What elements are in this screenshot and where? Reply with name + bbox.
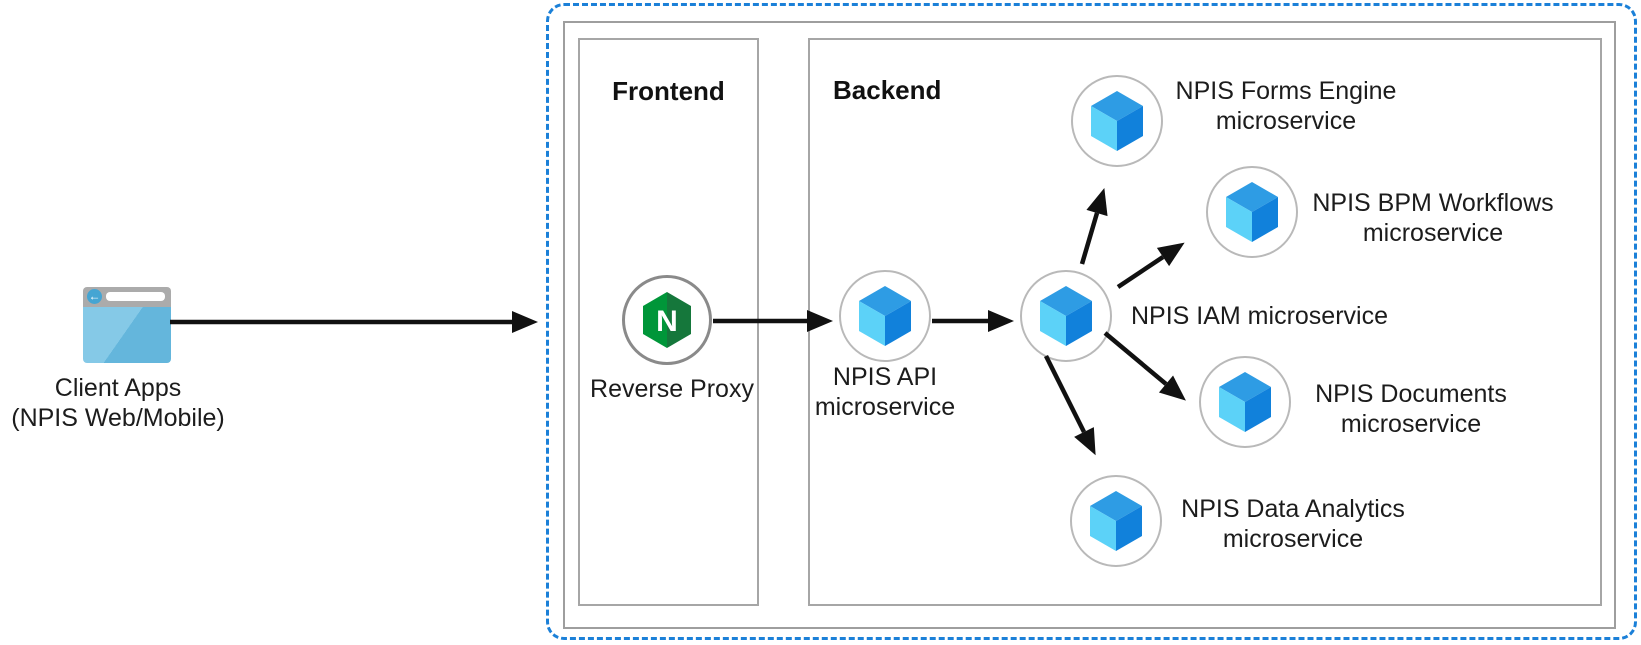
forms-label-line1: NPIS Forms Engine xyxy=(1175,77,1397,105)
forms-engine-microservice-node xyxy=(1071,75,1163,167)
client-apps-label: Client Apps (NPIS Web/Mobile) xyxy=(0,373,236,433)
cube-icon xyxy=(1040,286,1092,346)
data-analytics-microservice-node xyxy=(1070,475,1162,567)
browser-body xyxy=(83,307,171,363)
api-label-line2: microservice xyxy=(814,393,956,421)
client-apps-label-line2: (NPIS Web/Mobile) xyxy=(11,404,225,432)
nginx-icon: N xyxy=(643,292,691,348)
bpm-workflows-microservice-label: NPIS BPM Workflows microservice xyxy=(1308,188,1558,248)
bpm-workflows-microservice-node xyxy=(1206,166,1298,258)
forms-label-line2: microservice xyxy=(1215,107,1357,135)
browser-address-bar xyxy=(106,292,165,301)
bpm-label-line2: microservice xyxy=(1362,219,1504,247)
client-apps-label-line1: Client Apps xyxy=(54,374,182,402)
api-microservice-label: NPIS API microservice xyxy=(785,362,985,422)
deployment-boundary-dashed-box xyxy=(546,3,1637,640)
reverse-proxy-label: Reverse Proxy xyxy=(590,375,754,403)
backend-zone-title: Backend xyxy=(833,75,942,105)
documents-microservice-node xyxy=(1199,356,1291,448)
analytics-label-line1: NPIS Data Analytics xyxy=(1181,495,1405,523)
cube-icon xyxy=(1091,91,1143,151)
cube-icon xyxy=(859,286,911,346)
documents-label-line2: microservice xyxy=(1340,410,1482,438)
backend-zone-box xyxy=(808,38,1602,606)
documents-microservice-label: NPIS Documents microservice xyxy=(1286,379,1536,439)
cube-icon xyxy=(1090,491,1142,551)
iam-microservice-node xyxy=(1020,270,1112,362)
reverse-proxy-node: N xyxy=(622,275,712,365)
nginx-monogram: N xyxy=(656,305,678,338)
analytics-label-line2: microservice xyxy=(1222,525,1364,553)
iam-microservice-label: NPIS IAM microservice xyxy=(1131,302,1388,330)
documents-label-line1: NPIS Documents xyxy=(1315,380,1507,408)
cube-icon xyxy=(1219,372,1271,432)
browser-back-arrow-icon: ← xyxy=(87,289,102,304)
forms-engine-microservice-label: NPIS Forms Engine microservice xyxy=(1161,76,1411,136)
browser-icon: ← xyxy=(83,287,171,363)
api-microservice-node xyxy=(839,270,931,362)
data-analytics-microservice-label: NPIS Data Analytics microservice xyxy=(1168,494,1418,554)
cube-icon xyxy=(1226,182,1278,242)
bpm-label-line1: NPIS BPM Workflows xyxy=(1312,189,1554,217)
frontend-zone-title: Frontend xyxy=(612,76,725,106)
api-label-line1: NPIS API xyxy=(832,363,938,391)
